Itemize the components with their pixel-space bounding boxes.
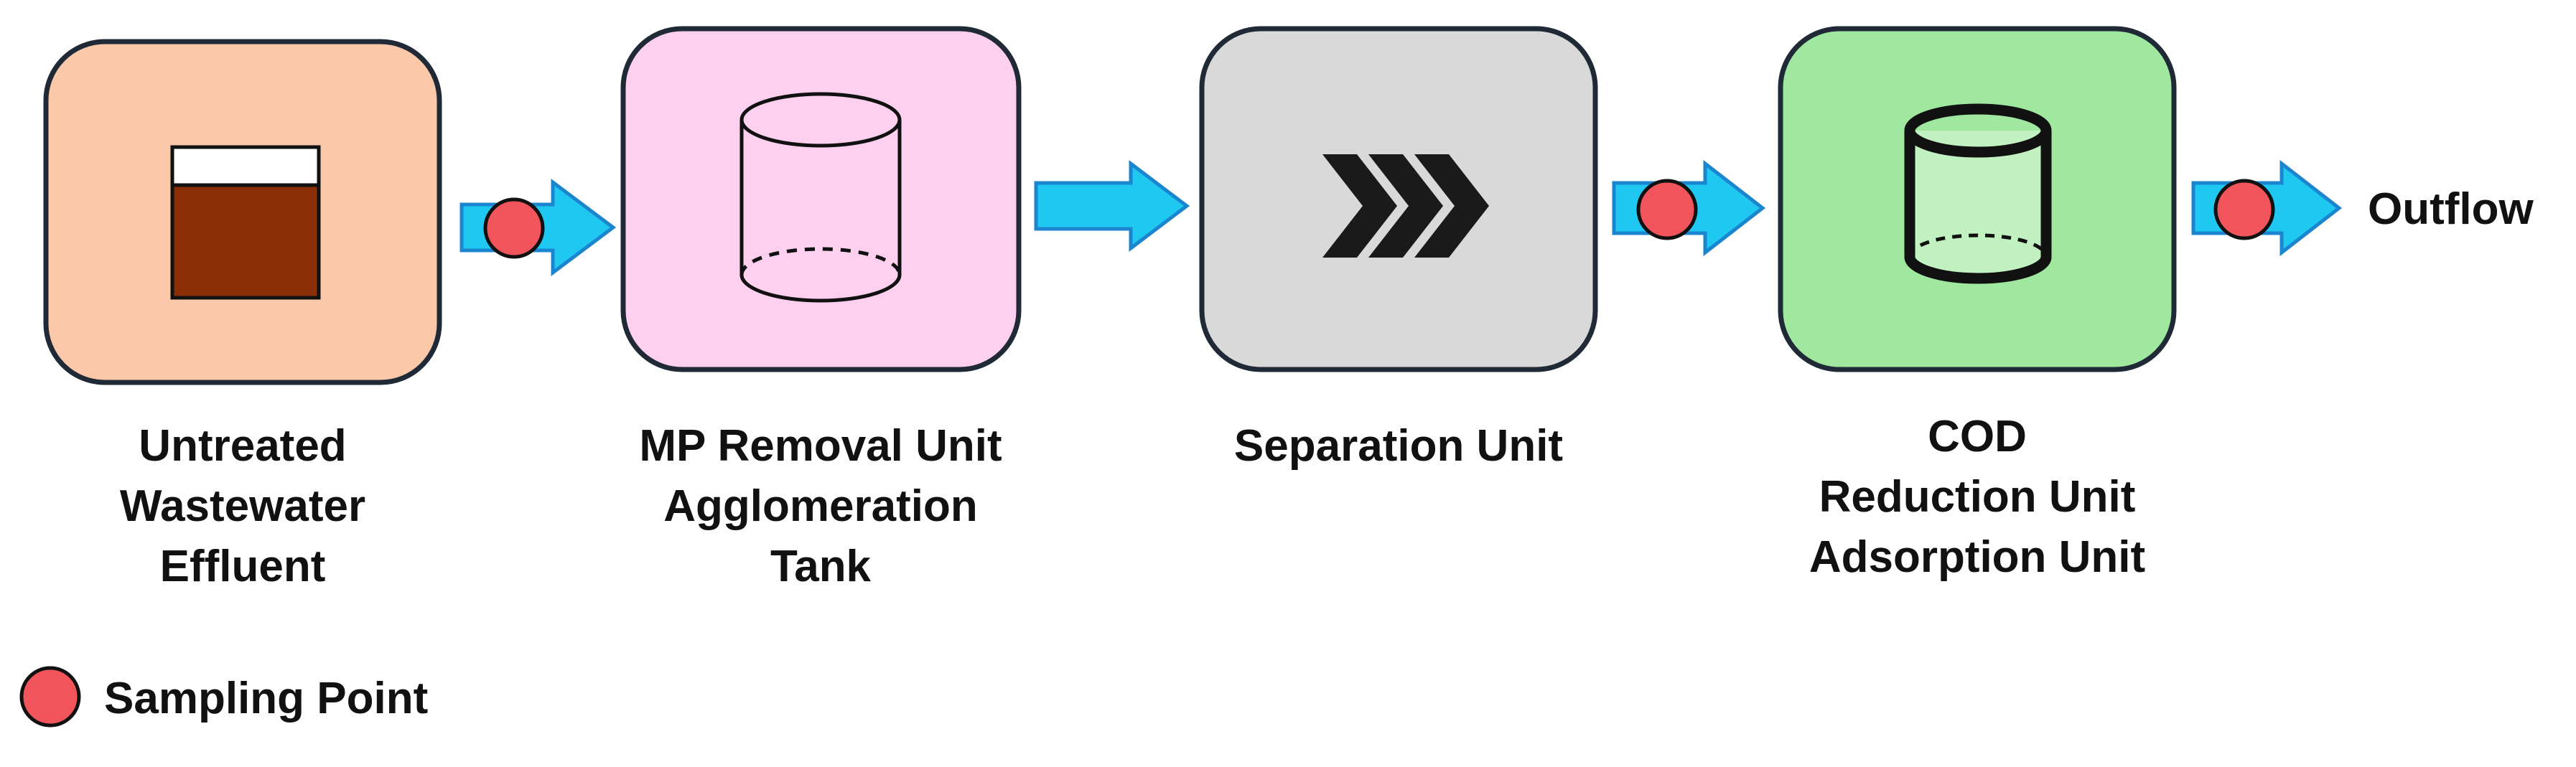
unit-label-line: Wastewater (119, 481, 366, 531)
triple-chevron-icon (1322, 154, 1489, 258)
unit-label-cod: COD Reduction Unit Adsorption Unit (1762, 407, 2193, 588)
sampling-point-icon (19, 666, 81, 728)
unit-label-line: Separation Unit (1233, 421, 1564, 471)
unit-label-line: Adsorption Unit (1809, 532, 2146, 582)
unit-label-line: Effluent (159, 542, 326, 591)
unit-box-separation (1199, 26, 1598, 372)
adsorption-cylinder-icon (1904, 103, 2052, 284)
wastewater-beaker-icon (170, 145, 321, 300)
sampling-point-1 (483, 197, 545, 259)
sampling-point-3 (2213, 179, 2275, 240)
unit-label-line: Tank (770, 542, 872, 591)
sampling-point-2 (1636, 179, 1698, 240)
unit-box-mp-removal (620, 26, 1022, 372)
flow-arrow-mp-to-separation (1034, 159, 1190, 253)
unit-label-untreated: Untreated Wastewater Effluent (63, 416, 422, 597)
outflow-label: Outflow (2368, 184, 2534, 234)
unit-label-mp-removal: MP Removal Unit Agglomeration Tank (605, 416, 1036, 597)
tank-cylinder-icon (739, 92, 902, 303)
unit-label-line: MP Removal Unit (639, 421, 1002, 471)
unit-label-line: Untreated (139, 421, 347, 471)
unit-label-line: Agglomeration (663, 481, 978, 531)
unit-label-line: COD (1928, 412, 2027, 461)
unit-label-line: Reduction Unit (1819, 472, 2136, 522)
unit-box-cod (1778, 26, 2177, 372)
legend-label: Sampling Point (104, 674, 429, 723)
unit-label-separation: Separation Unit (1183, 416, 1614, 476)
